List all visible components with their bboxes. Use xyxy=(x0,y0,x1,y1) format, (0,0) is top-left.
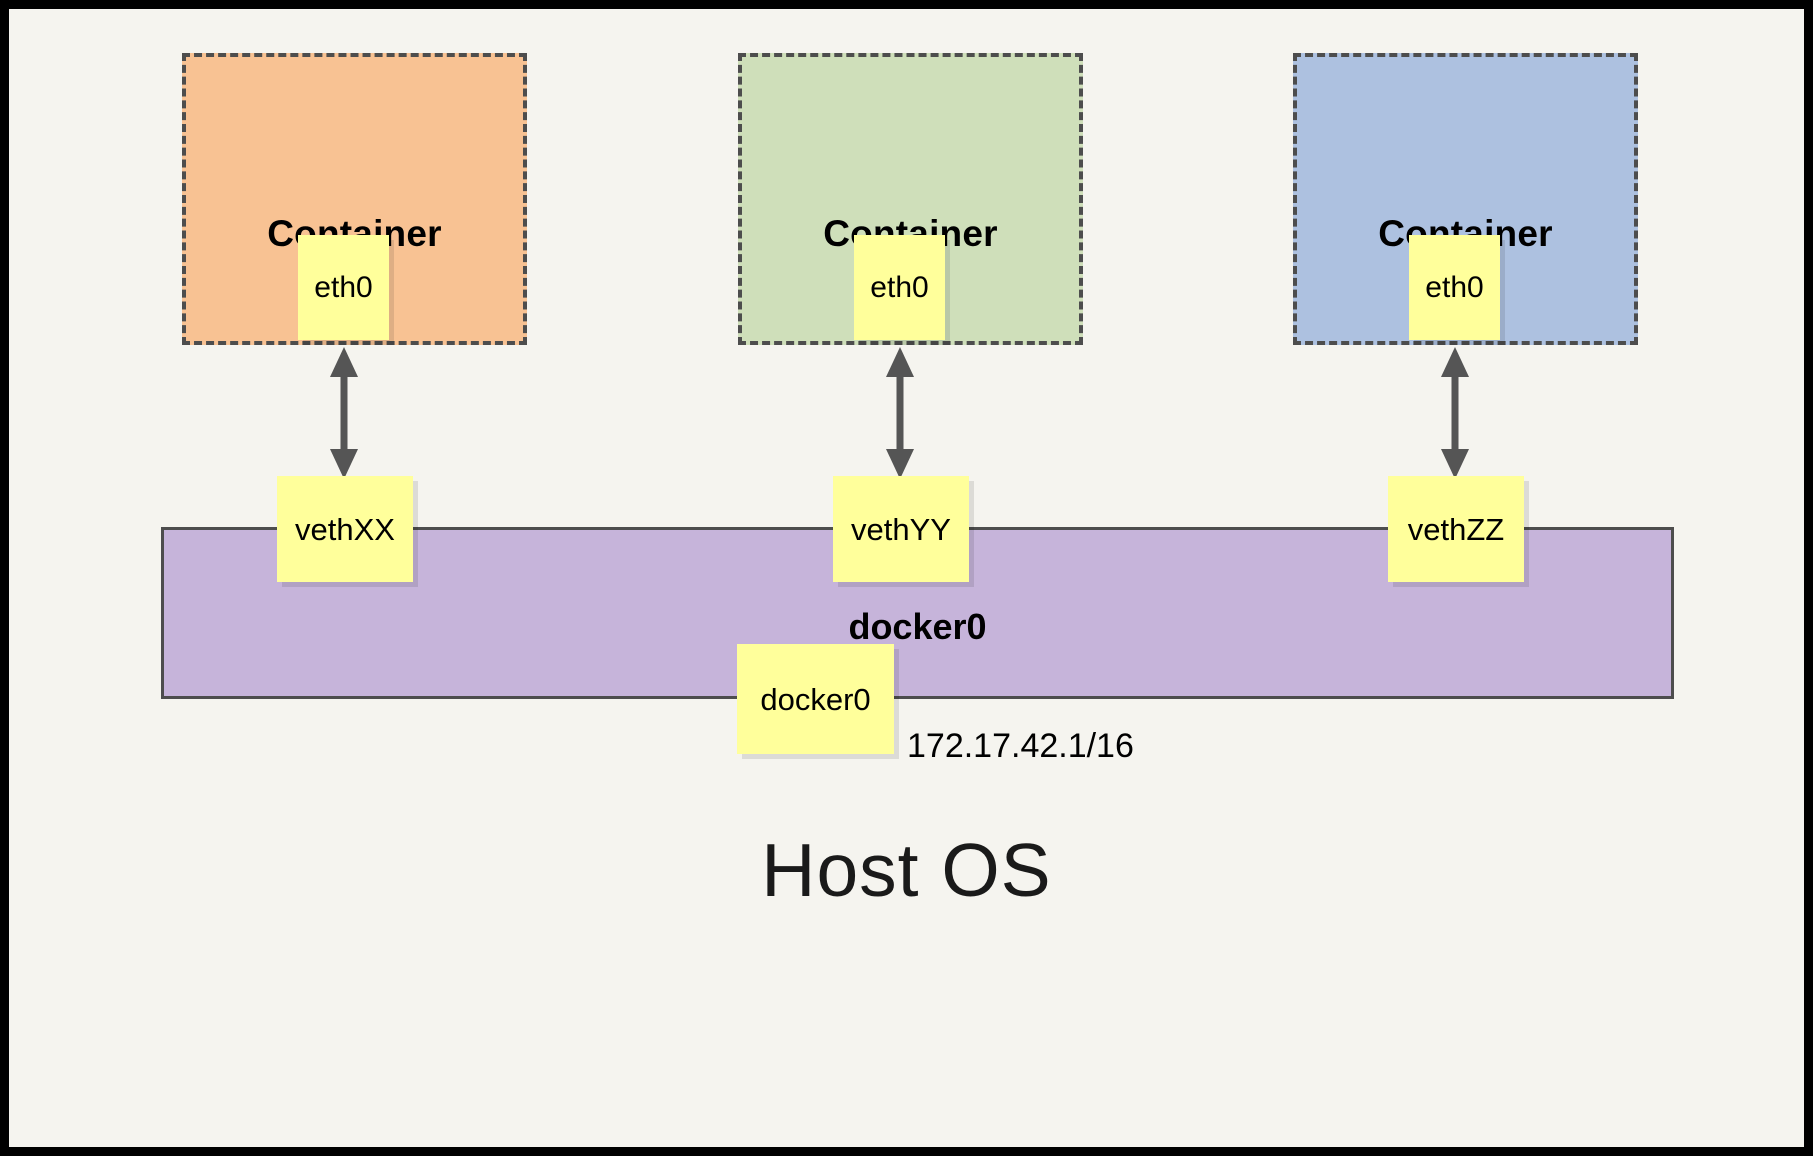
veth-box-3: vethZZ xyxy=(1388,476,1524,582)
diagram-stage: Container eth0 vethXX Container eth0 vet… xyxy=(9,9,1804,1147)
docker0-interface-box: docker0 xyxy=(737,644,894,754)
veth-link-arrow-3 xyxy=(1433,346,1477,480)
container-eth0-3: eth0 xyxy=(1409,235,1500,340)
veth-box-1: vethXX xyxy=(277,476,413,582)
container-eth0-1: eth0 xyxy=(298,235,389,340)
container-eth0-2: eth0 xyxy=(854,235,945,340)
veth-link-arrow-1 xyxy=(322,346,366,480)
docker0-ip-label: 172.17.42.1/16 xyxy=(907,727,1134,765)
veth-box-2: vethYY xyxy=(833,476,969,582)
docker0-bar-label: docker0 xyxy=(848,606,987,647)
host-os-label: Host OS xyxy=(761,828,1052,912)
veth-link-arrow-2 xyxy=(878,346,922,480)
